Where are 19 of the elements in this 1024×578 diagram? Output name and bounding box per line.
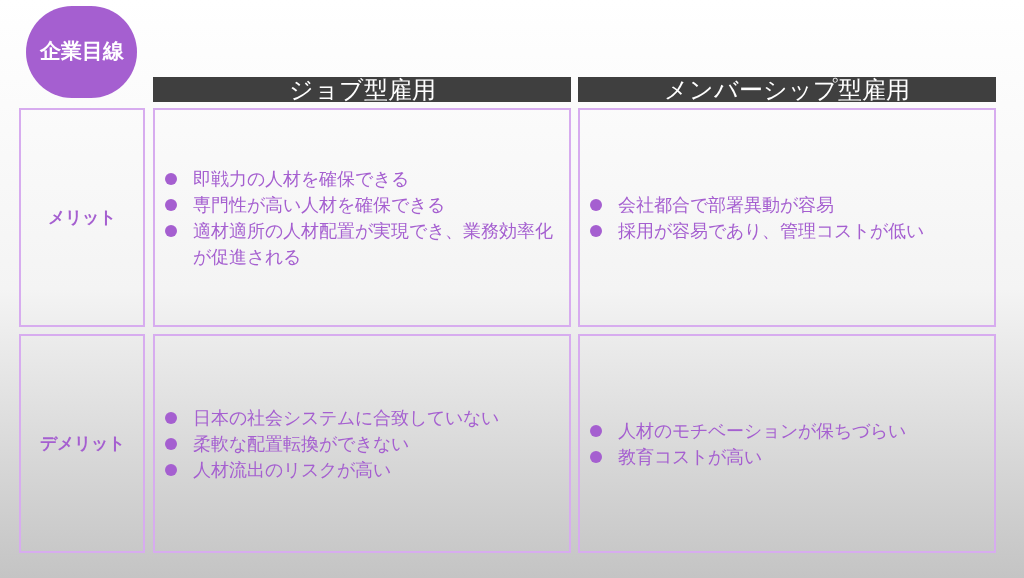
content-panel <box>153 334 571 553</box>
bullet-text: 即戦力の人材を確保できる <box>193 166 409 191</box>
content-panel <box>578 334 996 553</box>
bullet-text: 日本の社会システムに合致していない <box>193 405 499 430</box>
row-header: デメリット <box>19 334 145 553</box>
bullet-text: 教育コストが高い <box>618 444 762 469</box>
bullet-text: 会社都合で部署異動が容易 <box>618 192 834 217</box>
bullet-text: 採用が容易であり、管理コストが低い <box>618 218 924 243</box>
content-panel <box>578 108 996 327</box>
bullet-text: 柔軟な配置転換ができない <box>193 431 409 456</box>
content-panel <box>153 108 571 327</box>
bullet-text: 人材のモチベーションが保ちづらい <box>618 418 906 443</box>
title-text: 企業目線 <box>39 38 124 66</box>
bullet-text: 適材適所の人材配置が実現でき、業務効率化が促進される <box>193 218 554 269</box>
column-header: メンバーシップ型雇用 <box>578 77 996 102</box>
row-header: メリット <box>19 108 145 327</box>
bullet-text: 人材流出のリスクが高い <box>193 457 391 482</box>
column-header: ジョブ型雇用 <box>153 77 571 102</box>
bullet-text: 専門性が高い人材を確保できる <box>193 192 445 217</box>
